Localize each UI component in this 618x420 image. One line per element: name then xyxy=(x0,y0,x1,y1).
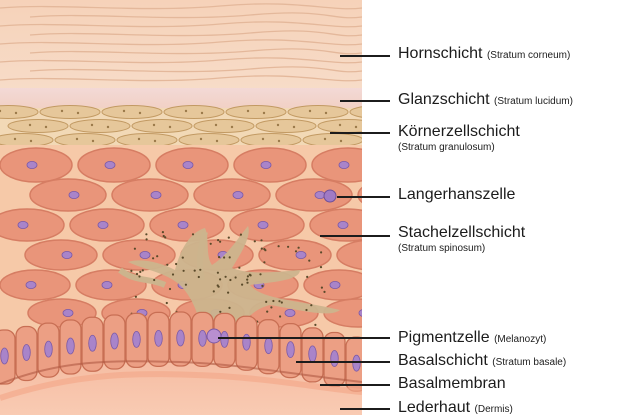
leader-basalmembran xyxy=(320,384,390,386)
label-basalschicht: Basalschicht (Stratum basale) xyxy=(398,353,566,369)
leader-glanzschicht xyxy=(340,100,390,102)
label-hornschicht: Hornschicht (Stratum corneum) xyxy=(398,46,570,62)
leader-koernerzellschicht xyxy=(330,132,390,134)
leader-lederhaut xyxy=(340,408,390,410)
label-stachelzellschicht: Stachelzellschicht (Stratum spinosum) xyxy=(398,225,525,254)
label-basalmembran: Basalmembran xyxy=(398,376,506,392)
leader-langerhanszelle xyxy=(337,196,390,198)
leader-stachelzellschicht xyxy=(320,235,390,237)
leader-hornschicht xyxy=(340,55,390,57)
label-lederhaut: Lederhaut (Dermis) xyxy=(398,400,513,416)
leader-basalschicht xyxy=(296,361,390,363)
label-glanzschicht: Glanzschicht (Stratum lucidum) xyxy=(398,92,573,108)
label-koernerzellschicht: Körnerzellschicht (Stratum granulosum) xyxy=(398,124,520,153)
label-pigmentzelle: Pigmentzelle (Melanozyt) xyxy=(398,330,546,346)
label-langerhanszelle: Langerhanszelle xyxy=(398,187,515,203)
granulosum-cells xyxy=(0,106,425,147)
leader-pigmentzelle xyxy=(218,337,390,339)
